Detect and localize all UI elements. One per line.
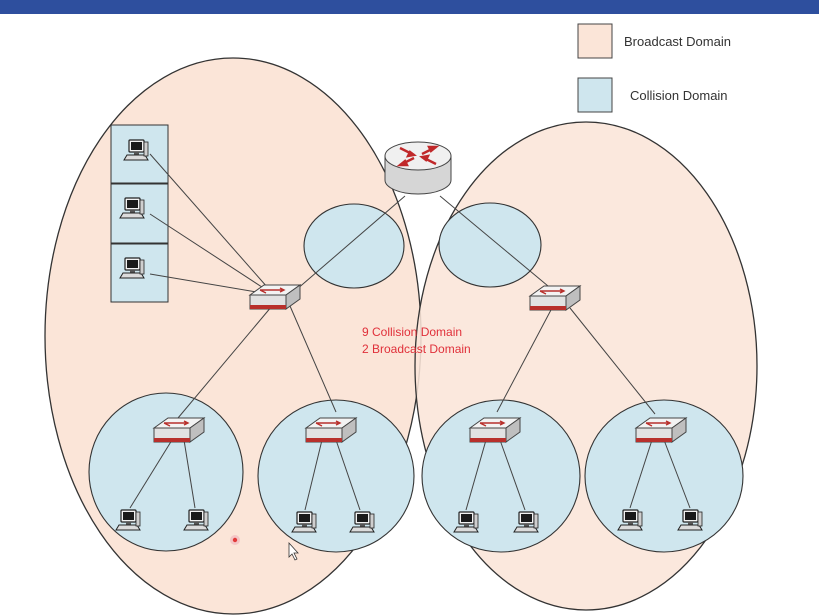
legend-label-collision: Collision Domain xyxy=(630,88,728,103)
link-switch-hub-2 xyxy=(289,305,337,413)
collision-domain-host-1 xyxy=(110,124,169,184)
legend: Broadcast Domain Collision Domain xyxy=(577,23,731,113)
link-hub4-pc-a xyxy=(629,439,653,509)
legend-label-broadcast: Broadcast Domain xyxy=(624,34,731,49)
link-hub1-pc-b xyxy=(183,439,196,509)
legend-swatch-collision xyxy=(577,77,613,113)
link-hub3-pc-a xyxy=(465,439,487,511)
legend-swatch-broadcast xyxy=(577,23,613,59)
link-switch-hub-3 xyxy=(496,307,553,413)
click-indicator-dot xyxy=(232,537,238,543)
broadcast-domain-count: 2 Broadcast Domain xyxy=(362,342,471,356)
link-hub1-pc-a xyxy=(129,439,173,509)
link-switch-host-3 xyxy=(149,273,269,295)
link-switch-host-1 xyxy=(149,153,269,289)
link-router-switch-right xyxy=(439,195,549,287)
link-hub2-pc-a xyxy=(304,439,323,511)
mouse-cursor-icon xyxy=(288,541,299,561)
link-hub3-pc-b xyxy=(499,439,526,511)
link-hub2-pc-b xyxy=(335,439,361,511)
link-switch-hub-4 xyxy=(569,307,656,415)
link-switch-hub-1 xyxy=(177,305,273,419)
link-hub4-pc-b xyxy=(663,439,691,509)
collision-domain-router-left-link xyxy=(303,203,405,289)
collision-domain-count: 9 Collision Domain xyxy=(362,325,462,339)
router-icon xyxy=(384,141,452,195)
network-links xyxy=(129,153,691,511)
window-top-bar xyxy=(0,0,819,14)
link-switch-host-2 xyxy=(149,213,269,292)
collision-domain-hub-1 xyxy=(88,392,244,552)
link-router-switch-left xyxy=(295,195,406,291)
collision-domain-router-right-link xyxy=(438,202,542,288)
